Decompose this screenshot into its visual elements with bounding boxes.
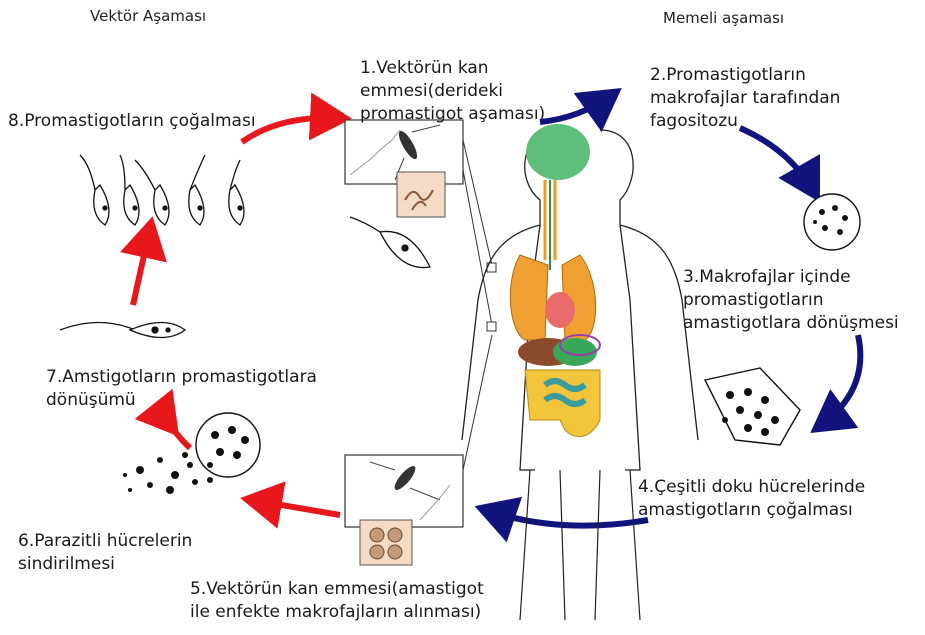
vector-stage-header: Vektör Aşaması xyxy=(90,6,206,26)
arrow-4-to-5 xyxy=(486,510,648,526)
step-4-label: 4.Çeşitli doku hücrelerinde amastigotlar… xyxy=(638,476,865,522)
stomach xyxy=(553,338,597,366)
arrow-5-to-6 xyxy=(252,500,340,515)
step-8-label: 8.Promastigotların çoğalması xyxy=(8,110,256,133)
arrow-2-to-3 xyxy=(740,128,814,192)
brain xyxy=(526,124,590,180)
step-3-label: 3.Makrofajlar içinde promastigotların am… xyxy=(683,266,899,335)
arrow-8-to-1 xyxy=(242,118,340,142)
sandfly-bite-box-top xyxy=(345,120,463,217)
step-6-label: 6.Parazitli hücrelerin sindirilmesi xyxy=(18,530,192,576)
arrow-7-to-8 xyxy=(133,228,150,305)
heart xyxy=(545,292,575,328)
sandfly-bite-box-bottom xyxy=(345,455,463,565)
step-5-label: 5.Vektörün kan emmesi(amastigot ile enfe… xyxy=(190,578,484,624)
step-2-label: 2.Promastigotların makrofajlar tarafında… xyxy=(650,64,840,133)
promastigote-single xyxy=(350,217,430,268)
mammal-stage-header: Memeli aşaması xyxy=(663,8,784,28)
amastigote-to-promastigote xyxy=(60,323,185,338)
human-body xyxy=(462,124,698,620)
arrow-1-to-2 xyxy=(540,95,612,122)
arrow-3-to-4 xyxy=(820,335,860,426)
tissue-cells-with-amastigotes xyxy=(705,368,800,445)
step-7-label: 7.Amstigotların promastigotlara dönüşümü xyxy=(46,366,317,412)
macrophage-with-promastigotes xyxy=(804,194,860,250)
digested-parasitized-cells xyxy=(123,413,260,494)
promastigotes-multiplying xyxy=(80,155,244,225)
step-1-label: 1.Vektörün kan emmesi(derideki promastig… xyxy=(360,57,545,126)
